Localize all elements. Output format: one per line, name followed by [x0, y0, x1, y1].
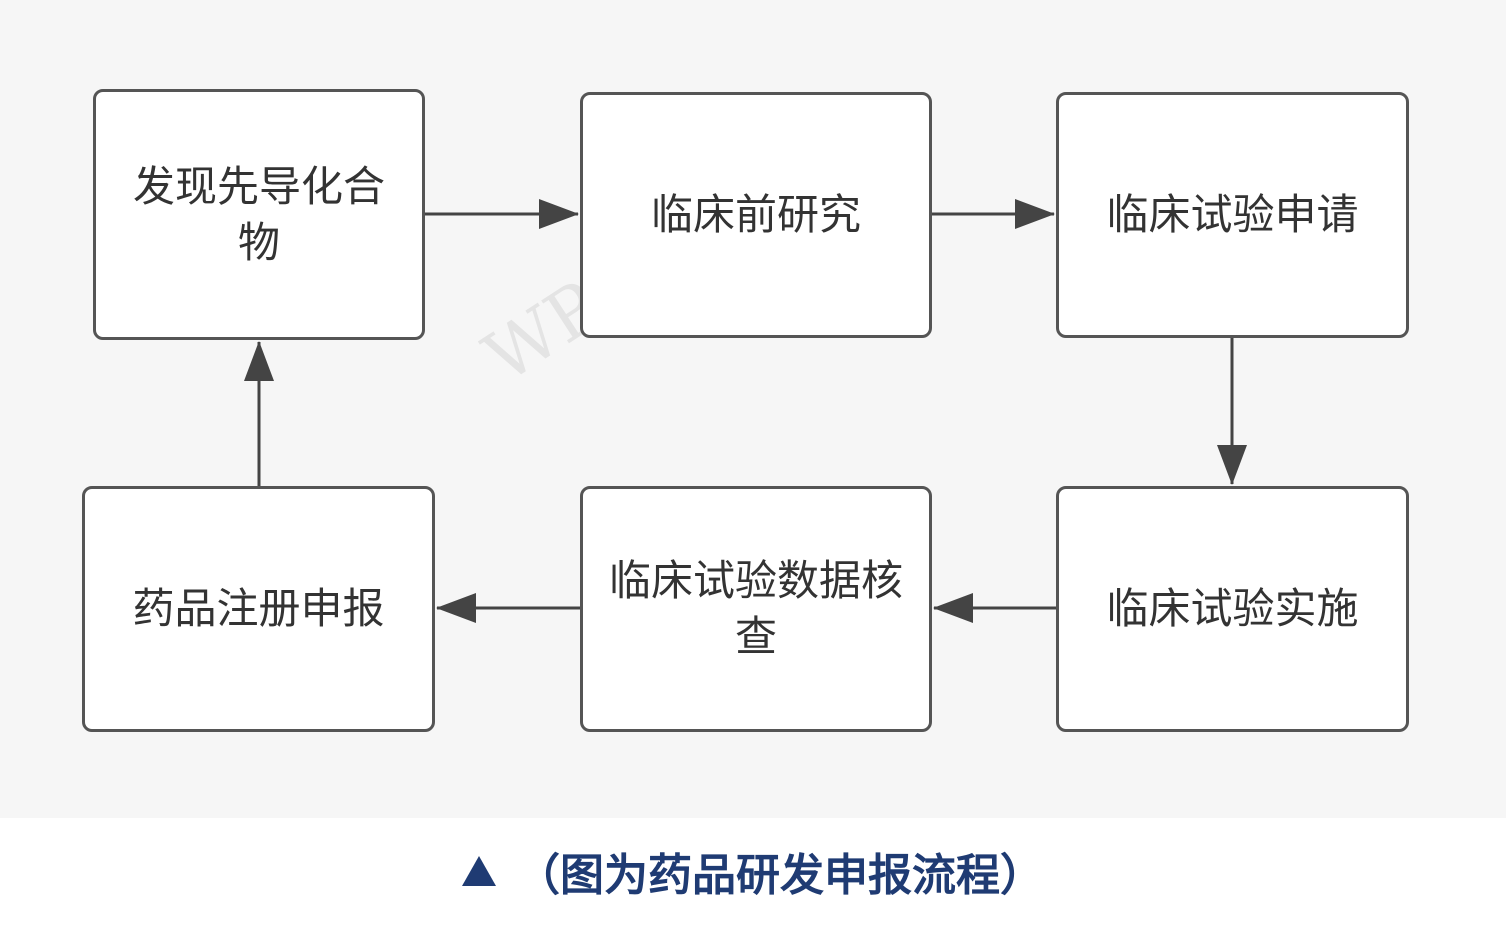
node-label: 临床前研究: [650, 190, 861, 239]
node-clinical-trial-implementation: 临床试验实施: [1056, 486, 1409, 732]
diagram-canvas: WPS Mind 发现先导化合物 临床前研究 临床试验申请 临床试验实施 临床试…: [82, 89, 1409, 732]
figure-caption: （图为药品研发申报流程）: [0, 846, 1506, 906]
node-label: 临床试验实施: [1106, 584, 1359, 633]
node-drug-registration-filing: 药品注册申报: [82, 486, 435, 732]
triangle-icon: [462, 856, 496, 886]
node-label: 发现先导化合物: [132, 161, 385, 267]
node-clinical-trial-application: 临床试验申请: [1056, 92, 1409, 338]
node-label: 药品注册申报: [132, 584, 385, 633]
node-label: 临床试验申请: [1106, 190, 1359, 239]
caption-text: （图为药品研发申报流程）: [516, 850, 1044, 901]
node-label: 临床试验数据核查: [608, 556, 903, 661]
node-preclinical-research: 临床前研究: [580, 92, 932, 338]
node-discover-lead-compound: 发现先导化合物: [93, 89, 425, 340]
node-clinical-data-verification: 临床试验数据核查: [580, 486, 932, 732]
